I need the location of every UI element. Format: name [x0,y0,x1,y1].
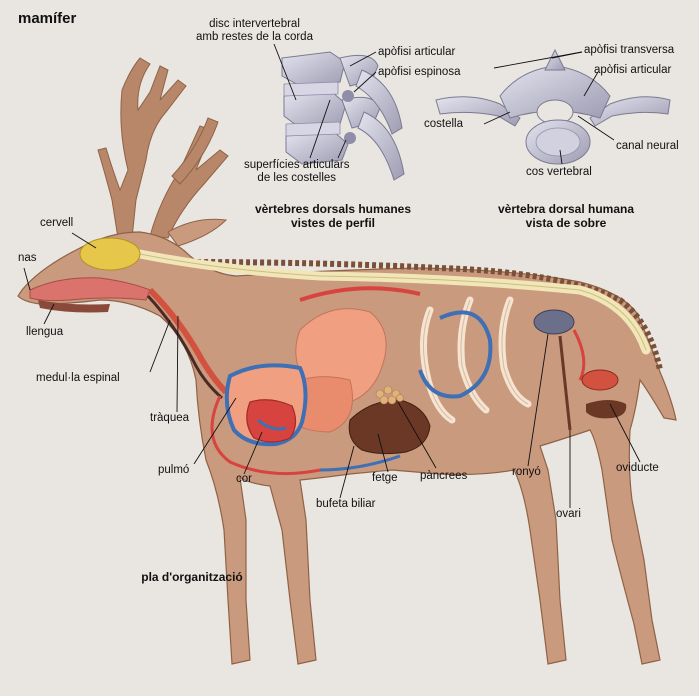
caption-top-view: vèrtebra dorsal humana vista de sobre [497,202,635,230]
label-ovari: ovari [556,508,581,520]
label-medulla-espinal: medul·la espinal [36,372,120,384]
label-traquea: tràquea [150,412,190,424]
vertebra-top-illustration [435,48,671,165]
label-costella: costella [424,118,463,130]
label-llengua: llengua [26,326,64,338]
label-apofisi-transversa: apòfisi transversa [584,44,675,56]
caption-profile: vèrtebres dorsals humanes vistes de perf… [254,202,412,230]
label-bufeta-biliar: bufeta biliar [316,498,376,510]
label-pulmo: pulmó [158,464,190,476]
label-cervell: cervell [40,217,74,229]
leader-lines [23,43,641,508]
label-ronyo: ronyó [512,466,541,478]
label-canal-neural: canal neural [616,140,679,152]
label-apofisi-espinosa: apòfisi espinosa [378,66,461,78]
label-cor: cor [236,473,252,485]
deer-illustration [17,57,677,665]
label-apofisi-articular-left: apòfisi articular [378,46,456,58]
label-nas: nas [18,252,37,264]
label-oviducte: oviducte [616,462,659,474]
diagram-title: mamífer [18,10,77,27]
label-pancrees: pàncrees [420,470,468,482]
label-superficies-articulars: superfícies articulars de les costelles [244,159,350,184]
label-cos-vertebral: cos vertebral [526,166,592,178]
label-fetge: fetge [372,472,398,484]
label-disc-intervertebral: disc intervertebral amb restes de la cor… [196,18,313,43]
caption-plan: pla d'organització [141,570,243,584]
label-apofisi-articular-right: apòfisi articular [594,64,672,76]
